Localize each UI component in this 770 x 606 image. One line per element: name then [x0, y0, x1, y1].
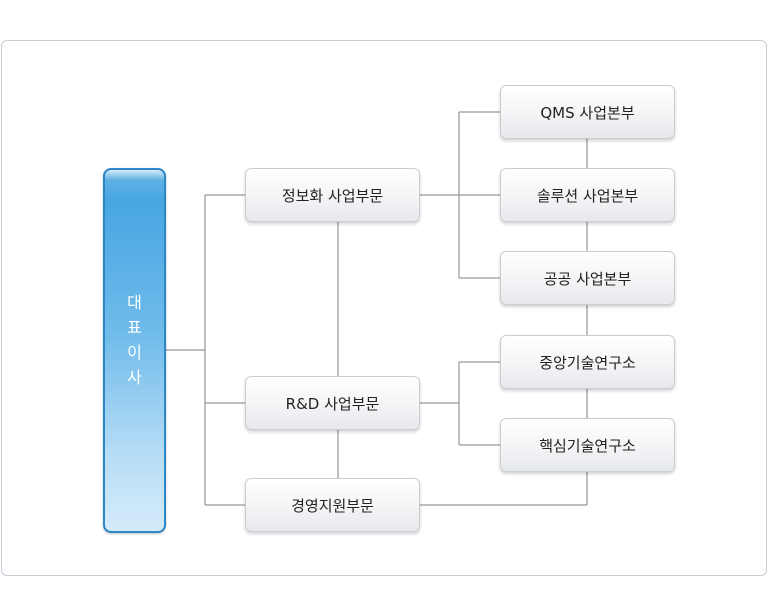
- ceo-char: 표: [127, 318, 142, 337]
- lab-central-research: 중앙기술연구소: [500, 335, 675, 389]
- hq-qms: QMS 사업본부: [500, 85, 675, 139]
- ceo-char: 이: [127, 343, 142, 362]
- ceo-box: 대 표 이 사: [103, 168, 166, 533]
- ceo-char: 대: [127, 293, 142, 312]
- hq-solution: 솔루션 사업본부: [500, 168, 675, 222]
- ceo-char: 사: [127, 368, 142, 387]
- hq-public: 공공 사업본부: [500, 251, 675, 305]
- division-rnd-business: R&D 사업부문: [245, 376, 420, 430]
- division-info-business: 정보화 사업부문: [245, 168, 420, 222]
- ceo-label: 대 표 이 사: [105, 290, 164, 390]
- lab-core-research: 핵심기술연구소: [500, 418, 675, 472]
- division-management-support: 경영지원부문: [245, 478, 420, 532]
